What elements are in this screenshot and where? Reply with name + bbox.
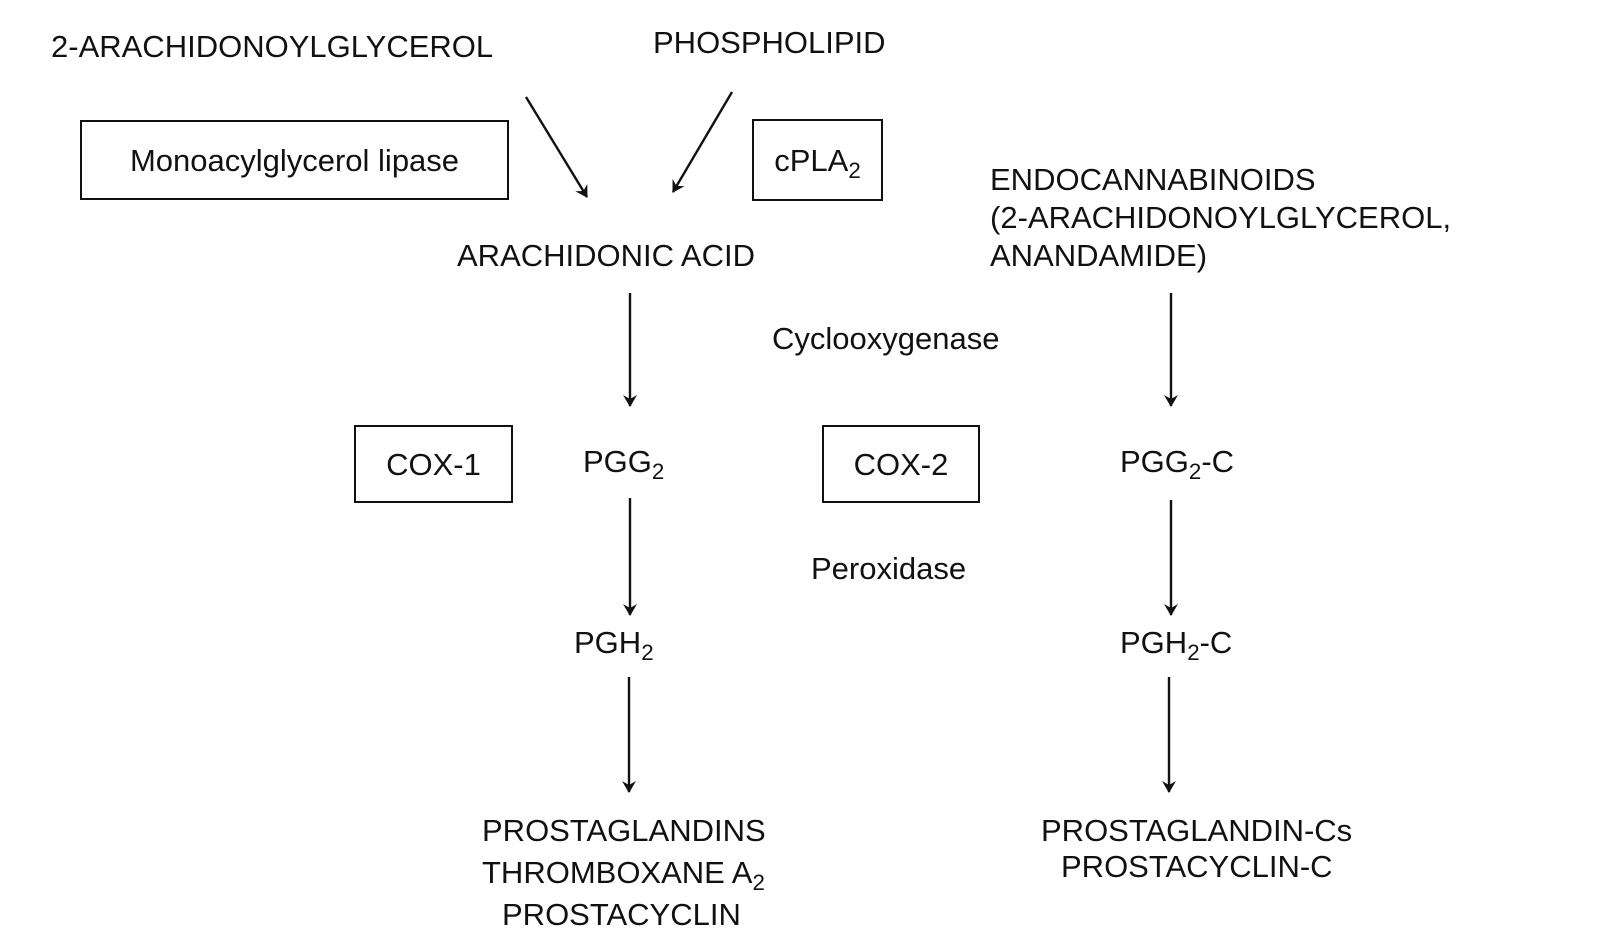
products-prostacyclin: PROSTACYCLIN bbox=[502, 897, 741, 932]
products-thromboxane-a2: THROMBOXANE A2 bbox=[482, 855, 765, 896]
cpla2-label: cPLA2 bbox=[774, 142, 861, 183]
cyclooxygenase-label: Cyclooxygenase bbox=[772, 321, 1000, 356]
source-2-arachidonoylglycerol: 2-ARACHIDONOYLGLYCEROL bbox=[51, 29, 494, 64]
products-prostaglandins: PROSTAGLANDINS bbox=[482, 813, 766, 848]
pgh2-c: PGH2-C bbox=[1120, 625, 1233, 666]
cox-2-label: COX-2 bbox=[853, 446, 949, 482]
arrow-2ag-to-aa bbox=[524, 96, 589, 198]
endocannabinoids-block: ENDOCANNABINOIDS (2-ARACHIDONOYLGLYCEROL… bbox=[990, 161, 1451, 275]
cox-2-box: COX-2 bbox=[822, 425, 980, 503]
products-prostacyclin-c: PROSTACYCLIN-C bbox=[1061, 849, 1333, 884]
pgg2-c: PGG2-C bbox=[1120, 444, 1235, 485]
endocannabinoids-line-1: ENDOCANNABINOIDS bbox=[990, 162, 1316, 197]
cox-1-box: COX-1 bbox=[354, 425, 513, 503]
peroxidase-label: Peroxidase bbox=[811, 551, 967, 586]
monoacylglycerol-lipase-label: Monoacylglycerol lipase bbox=[129, 142, 460, 178]
pgh2: PGH2 bbox=[574, 625, 654, 666]
arrow-phospholipid-to-aa bbox=[671, 91, 734, 193]
products-prostaglandin-cs: PROSTAGLANDIN-Cs bbox=[1041, 813, 1353, 848]
cox-1-label: COX-1 bbox=[386, 446, 481, 482]
endocannabinoids-line-2: (2-ARACHIDONOYLGLYCEROL, bbox=[990, 200, 1452, 235]
pgg2: PGG2 bbox=[583, 444, 665, 485]
endocannabinoids-line-3: ANANDAMIDE) bbox=[990, 238, 1208, 273]
cpla2-box: cPLA2 bbox=[752, 119, 883, 201]
arachidonic-acid: ARACHIDONIC ACID bbox=[457, 238, 755, 273]
source-phospholipid: PHOSPHOLIPID bbox=[653, 25, 886, 60]
monoacylglycerol-lipase-box: Monoacylglycerol lipase bbox=[80, 120, 509, 200]
